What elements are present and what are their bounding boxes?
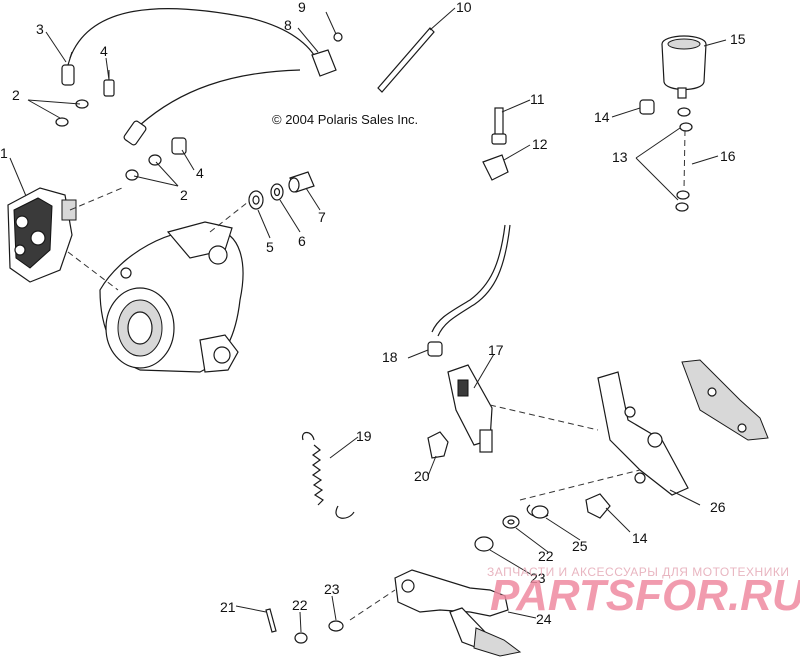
watermark-tagline: ЗАПЧАСТИ И АКСЕССУАРЫ ДЛЯ МОТОТЕХНИКИ bbox=[487, 565, 789, 579]
pedal-bracket bbox=[597, 359, 769, 496]
callout-14: 14 bbox=[594, 109, 610, 125]
bushing-23-upper bbox=[474, 536, 494, 552]
bolt-11 bbox=[491, 107, 507, 145]
callout-20: 20 bbox=[414, 468, 430, 484]
callout-22: 22 bbox=[538, 548, 554, 564]
bolt-4-mid bbox=[171, 137, 187, 155]
brake-caliper bbox=[7, 187, 77, 283]
callout-24: 24 bbox=[536, 611, 552, 627]
rod-10 bbox=[377, 27, 435, 93]
callout-numbers: 1 2 2 3 4 4 5 6 7 8 9 10 11 12 13 14 14 … bbox=[0, 0, 746, 627]
rear-knuckle-housing bbox=[99, 221, 244, 373]
callout-18: 18 bbox=[382, 349, 398, 365]
callout-5: 5 bbox=[266, 239, 274, 255]
callout-6: 6 bbox=[298, 233, 306, 249]
callout-13: 13 bbox=[612, 149, 628, 165]
washer-22-lower bbox=[294, 632, 308, 644]
hose-clamps-13 bbox=[675, 107, 693, 212]
callout-7: 7 bbox=[318, 209, 326, 225]
brake-hose-rear bbox=[431, 224, 506, 333]
callout-9: 9 bbox=[298, 0, 306, 15]
washer-22-right bbox=[502, 515, 520, 529]
callout-25: 25 bbox=[572, 538, 588, 554]
fitting-18 bbox=[427, 341, 443, 357]
copyright-text: © 2004 Polaris Sales Inc. bbox=[272, 112, 418, 127]
washer-6 bbox=[270, 183, 284, 201]
callout-16: 16 bbox=[720, 148, 736, 164]
bolt-14-top bbox=[639, 99, 655, 115]
watermark-brand: PARTSFOR.RU bbox=[490, 571, 800, 620]
callout-23: 23 bbox=[324, 581, 340, 597]
callout-4: 4 bbox=[100, 43, 108, 59]
bushing-23-lower bbox=[328, 620, 344, 632]
bolt-4-top bbox=[103, 70, 115, 97]
washer-2-mid bbox=[125, 154, 162, 181]
brake-hose-lower bbox=[139, 69, 301, 126]
callout-14: 14 bbox=[632, 530, 648, 546]
banjo-bolt-3 bbox=[61, 51, 75, 86]
callout-22: 22 bbox=[292, 597, 308, 613]
callout-3: 3 bbox=[36, 21, 44, 37]
bolt-14-lower bbox=[585, 493, 611, 519]
cotter-pin-21 bbox=[265, 608, 277, 633]
reservoir-15 bbox=[661, 35, 707, 99]
hose-fitting-mid bbox=[123, 120, 147, 146]
brake-hose-upper bbox=[69, 7, 319, 63]
spring-19 bbox=[301, 431, 355, 519]
clip-9 bbox=[333, 32, 343, 42]
callout-2: 2 bbox=[180, 187, 188, 203]
washer-5 bbox=[248, 190, 264, 210]
callout-12: 12 bbox=[532, 136, 548, 152]
callout-23: 23 bbox=[530, 570, 546, 586]
callout-17: 17 bbox=[488, 342, 504, 358]
nut-20 bbox=[427, 431, 449, 459]
callout-26: 26 bbox=[710, 499, 726, 515]
switch-12 bbox=[482, 154, 509, 181]
callout-2: 2 bbox=[12, 87, 20, 103]
leader-lines bbox=[9, 7, 727, 633]
callout-4: 4 bbox=[196, 165, 204, 181]
bushing-7 bbox=[288, 171, 315, 193]
callout-11: 11 bbox=[530, 91, 545, 107]
callout-1: 1 bbox=[0, 145, 8, 161]
callout-21: 21 bbox=[220, 599, 236, 615]
assembly-lines bbox=[67, 129, 686, 621]
callout-15: 15 bbox=[730, 31, 746, 47]
brake-pedal bbox=[394, 569, 522, 657]
watermark: ЗАПЧАСТИ И АКСЕССУАРЫ ДЛЯ МОТОТЕХНИКИ PA… bbox=[487, 565, 800, 620]
callout-8: 8 bbox=[284, 17, 292, 33]
brake-hose-rear-inner bbox=[437, 224, 511, 337]
callout-10: 10 bbox=[456, 0, 472, 15]
clip-25 bbox=[526, 504, 549, 519]
switch-17 bbox=[447, 364, 493, 453]
callout-19: 19 bbox=[356, 428, 372, 444]
fitting-8 bbox=[311, 49, 337, 77]
washer-2-top bbox=[55, 99, 89, 127]
